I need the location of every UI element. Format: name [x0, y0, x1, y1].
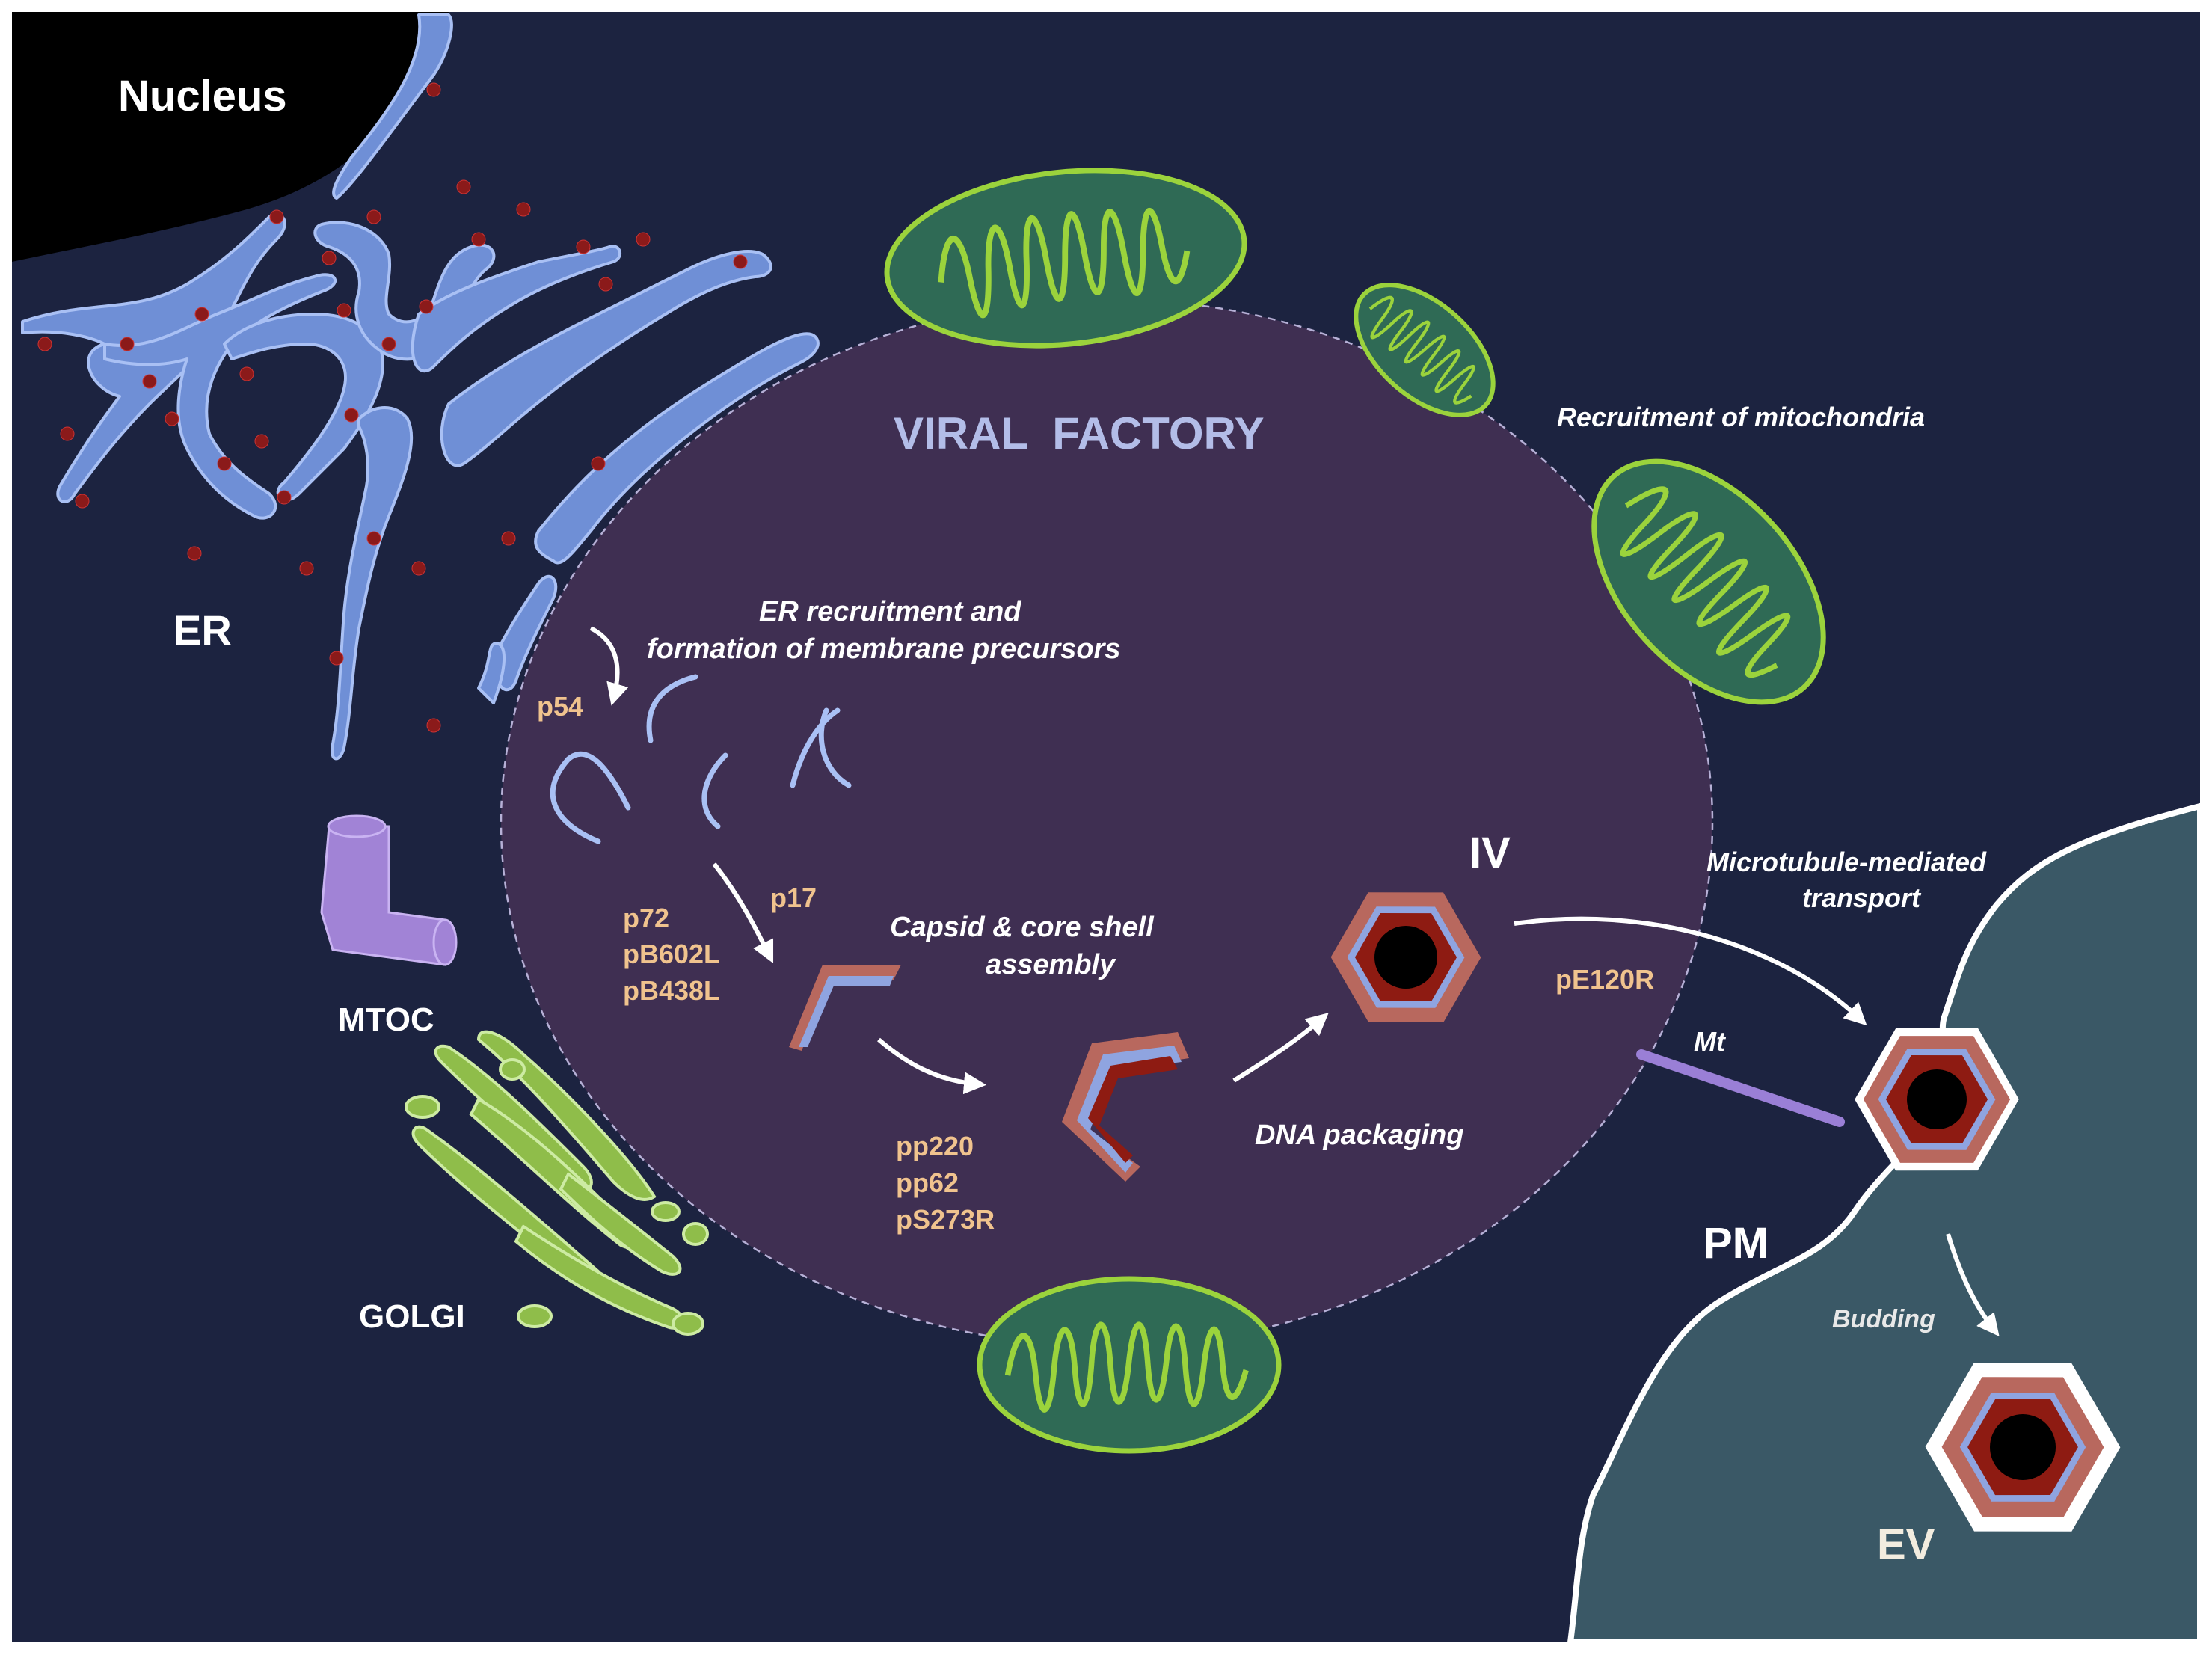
protein-pp62: pp62: [896, 1167, 959, 1198]
protein-pS273R: pS273R: [896, 1204, 995, 1235]
arrow-dna-packaging: [1232, 1013, 1329, 1083]
extracellular-virion: [1925, 1363, 2121, 1532]
membrane-precursors: [550, 674, 852, 844]
label-budding: Budding: [1832, 1305, 1935, 1333]
label-viral-factory: VIRAL FACTORY: [894, 408, 1265, 458]
virion-at-membrane: [1855, 1028, 2019, 1171]
mitochondria: [884, 168, 1826, 1454]
protein-p54: p54: [537, 691, 583, 722]
label-capsid-1: Capsid & core shell: [890, 912, 1155, 943]
label-capsid-2: assembly: [986, 949, 1116, 980]
ribosomes: [37, 82, 860, 733]
label-mt-transport-2: transport: [1802, 882, 1922, 913]
label-pm: PM: [1703, 1219, 1769, 1268]
label-er-recruitment-1: ER recruitment and: [759, 596, 1021, 627]
label-er-recruitment-2: formation of membrane precursors: [647, 633, 1120, 665]
arrow-er-recruitment: [589, 626, 629, 706]
partial-capsid-early: [789, 965, 901, 1051]
golgi-apparatus: [405, 1030, 709, 1336]
partial-capsid-late: [1062, 1032, 1189, 1182]
arrow-to-core: [877, 1037, 986, 1095]
arrow-transport: [1514, 916, 1867, 1026]
label-recruitment-mitochondria: Recruitment of mitochondria: [1557, 402, 1925, 432]
arrow-budding: [1946, 1233, 2000, 1337]
protein-p17: p17: [770, 882, 817, 913]
protein-p72: p72: [623, 903, 669, 933]
protein-pB602L: pB602L: [623, 939, 720, 969]
label-ev: EV: [1877, 1520, 1935, 1569]
label-iv: IV: [1469, 829, 1511, 877]
label-nucleus: Nucleus: [118, 72, 287, 120]
microtubule: [1636, 1049, 1845, 1127]
viral-factory-region: [500, 298, 1714, 1348]
protein-pp220: pp220: [896, 1131, 974, 1161]
label-golgi: GOLGI: [359, 1298, 465, 1335]
label-mt: Mt: [1694, 1026, 1727, 1057]
er-network: [21, 13, 820, 761]
protein-pE120R: pE120R: [1555, 964, 1654, 995]
process-arrows: [589, 626, 2000, 1337]
label-er: ER: [173, 607, 232, 654]
arrow-to-capsid: [712, 862, 774, 964]
immature-virion: [1330, 892, 1481, 1022]
label-mt-transport-1: Microtubule-mediated: [1706, 847, 1987, 877]
mtoc-organelle: [320, 814, 458, 966]
nucleus: [12, 12, 449, 262]
label-dna-packaging: DNA packaging: [1255, 1120, 1463, 1151]
protein-pB438L: pB438L: [623, 975, 720, 1006]
label-mtoc: MTOC: [338, 1001, 434, 1038]
